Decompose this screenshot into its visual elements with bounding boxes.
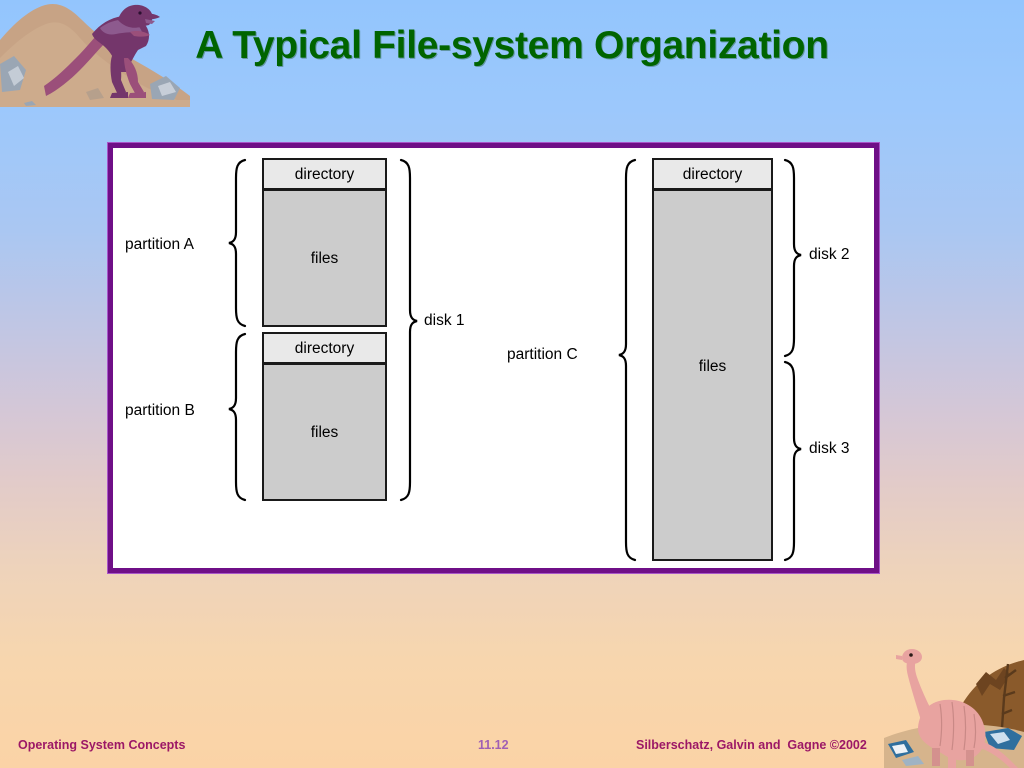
block-label: directory (682, 166, 743, 183)
footer-page-number: 11.12 (478, 738, 509, 752)
label-disk-1: disk 1 (424, 312, 465, 329)
label-partition-a: partition A (125, 236, 194, 253)
footer-left-text: Operating System Concepts (18, 738, 186, 752)
block-label: files (310, 250, 339, 267)
block-label: directory (294, 340, 355, 357)
brontosaurus-icon (884, 644, 1024, 768)
label-partition-b: partition B (125, 402, 195, 419)
tyrannosaurus-icon (0, 0, 190, 107)
block-directory-c: directory (652, 158, 773, 190)
diagram-frame: directory files directory files director… (107, 142, 880, 574)
slide-footer: Operating System Concepts 11.12 Silbersc… (0, 728, 1024, 768)
block-label: directory (294, 166, 355, 183)
slide-title: A Typical File-system Organization (195, 24, 829, 67)
block-directory-a: directory (262, 158, 387, 190)
label-partition-c: partition C (507, 346, 578, 363)
block-label: files (698, 358, 727, 375)
block-files-a: files (262, 189, 387, 327)
footer-attribution: Silberschatz, Galvin and Gagne ©2002 (636, 738, 867, 752)
block-label: files (310, 424, 339, 441)
block-files-c: files (652, 189, 773, 561)
block-directory-b: directory (262, 332, 387, 364)
diagram-canvas: directory files directory files director… (113, 148, 874, 568)
label-disk-2: disk 2 (809, 246, 850, 263)
label-disk-3: disk 3 (809, 440, 850, 457)
block-files-b: files (262, 363, 387, 501)
diagram-braces (228, 158, 802, 562)
